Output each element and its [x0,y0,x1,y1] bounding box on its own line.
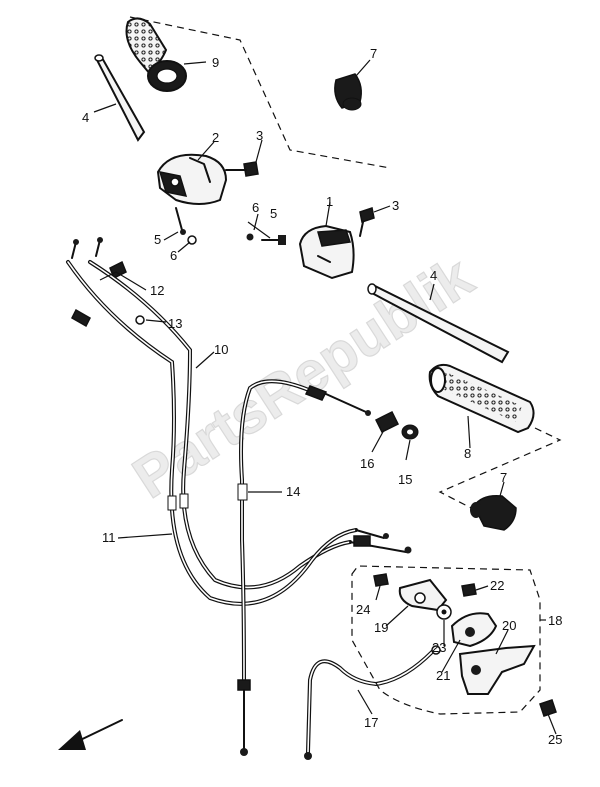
clutch-cable-14[interactable] [237,379,371,756]
label-2: 2 [212,130,219,145]
throttle-housing[interactable] [156,153,228,205]
label-21: 21 [436,668,450,683]
label-1: 1 [326,194,333,209]
screw-25[interactable] [539,699,557,717]
cable-end-13[interactable] [135,315,145,325]
label-24: 24 [356,602,370,617]
label-19: 19 [374,620,388,635]
screw-mid[interactable] [359,207,375,237]
adjuster-16[interactable] [374,410,400,434]
starter-cable-17[interactable] [304,645,441,760]
grip-end-top[interactable] [334,73,362,111]
assembly-outline-top [129,16,391,169]
assembly-outline-right [438,427,562,511]
left-grip[interactable] [428,363,535,434]
label-15: 15 [398,472,412,487]
label-18: 18 [548,613,562,628]
throttle-grip[interactable] [125,17,187,92]
locknut-15[interactable] [401,424,419,440]
grip-end-lower[interactable] [470,494,517,531]
label-6-left: 6 [170,248,177,263]
handlebar-pipe-right[interactable] [367,283,510,364]
label-22: 22 [490,578,504,593]
label-25: 25 [548,732,562,747]
label-3-mid: 3 [392,198,399,213]
label-23: 23 [432,640,446,655]
washer-23[interactable] [436,604,452,620]
label-7-top: 7 [370,46,377,61]
label-12: 12 [150,283,164,298]
label-11: 11 [102,530,116,545]
lever-19[interactable] [398,578,448,612]
handlebar-pipe-left[interactable] [94,54,146,142]
label-6-top: 6 [252,200,259,215]
screw-24[interactable] [373,573,389,587]
screw-5-left[interactable] [175,207,186,235]
throttle-cable-11[interactable] [66,260,389,606]
switch-housing[interactable] [298,224,355,280]
label-16: 16 [360,456,374,471]
label-5-left: 5 [154,232,161,247]
label-13: 13 [168,316,182,331]
screw-22[interactable] [461,583,477,597]
screw-5-right[interactable] [261,235,286,245]
screw-top[interactable] [225,161,259,177]
label-3-top: 3 [256,128,263,143]
bracket-21[interactable] [450,612,498,648]
label-4-right: 4 [430,268,437,283]
part-labels: 9 4 2 3 7 1 3 6 5 5 6 4 12 13 10 8 7 16 … [82,46,562,747]
label-17: 17 [364,715,378,730]
label-9: 9 [212,55,219,70]
label-4-top: 4 [82,110,89,125]
front-arrow-icon [58,719,123,750]
lever-assembly-outline [351,565,541,715]
leader-lines [93,59,557,735]
label-14: 14 [286,484,300,499]
label-10: 10 [214,342,228,357]
label-8: 8 [464,446,471,461]
label-5-top: 5 [270,206,277,221]
label-7-lower: 7 [500,470,507,485]
cable-adjuster-12[interactable] [71,237,127,280]
washer-6-right[interactable] [246,233,254,241]
bracket-20[interactable] [458,644,536,695]
throttle-cable-10[interactable] [88,260,412,590]
label-20: 20 [502,618,516,633]
